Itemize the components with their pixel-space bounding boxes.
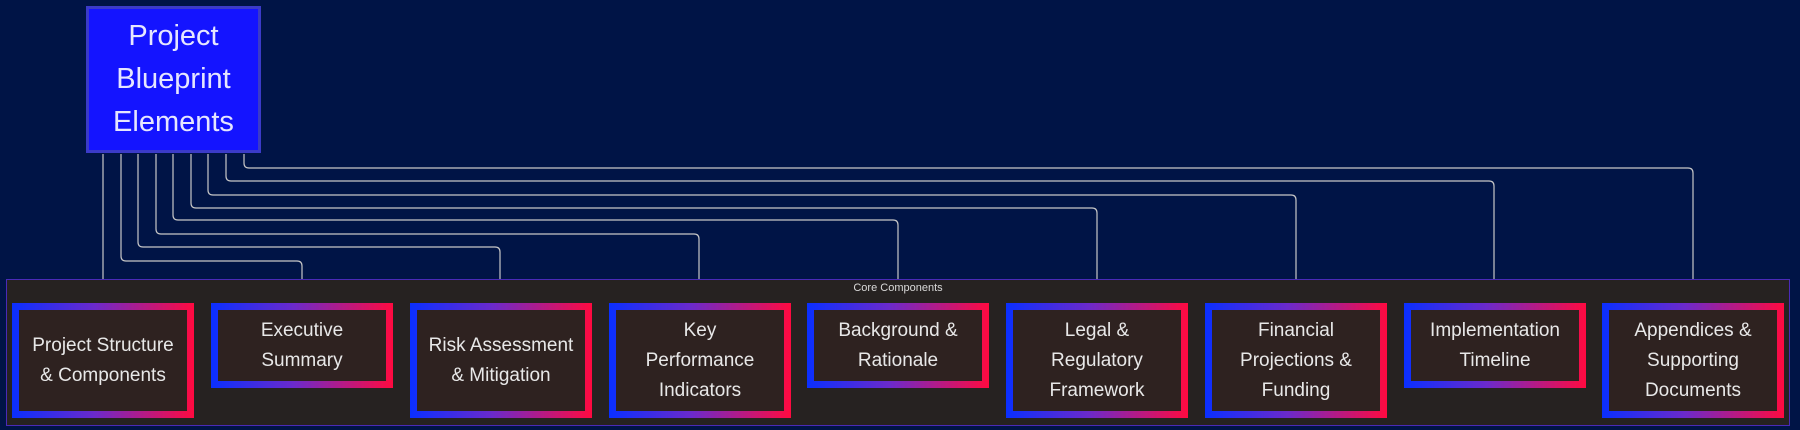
node-label: Project Structure & Components <box>32 334 174 386</box>
node-label: Risk Assessment & Mitigation <box>428 334 574 386</box>
node-label: Implementation Timeline <box>1430 319 1560 371</box>
node-risk-assessment[interactable]: Risk Assessment & Mitigation <box>410 303 592 418</box>
root-node-label: Project Blueprint Elements <box>113 20 234 138</box>
edge-7 <box>207 154 1297 296</box>
edge-4 <box>155 154 700 296</box>
node-label: Key Performance Indicators <box>645 319 755 401</box>
node-executive-summary[interactable]: Executive Summary <box>211 303 393 388</box>
node-background-rationale[interactable]: Background & Rationale <box>807 303 989 388</box>
node-label: Appendices & Supporting Documents <box>1634 319 1752 401</box>
edge-8 <box>225 154 1495 296</box>
node-label: Legal & Regulatory Framework <box>1049 319 1145 401</box>
node-appendices[interactable]: Appendices & Supporting Documents <box>1602 303 1784 418</box>
edge-5 <box>172 154 899 296</box>
node-label: Financial Projections & Funding <box>1240 319 1352 401</box>
edge-2 <box>120 154 303 296</box>
node-label: Background & Rationale <box>838 319 958 371</box>
edge-9 <box>243 154 1694 296</box>
node-implementation-timeline[interactable]: Implementation Timeline <box>1404 303 1586 388</box>
node-financial-projections[interactable]: Financial Projections & Funding <box>1205 303 1387 418</box>
group-label: Core Components <box>853 282 943 294</box>
edge-3 <box>137 154 501 296</box>
node-label: Executive Summary <box>260 319 344 371</box>
root-node[interactable]: Project Blueprint Elements <box>86 6 261 153</box>
node-key-performance-indicators[interactable]: Key Performance Indicators <box>609 303 791 418</box>
node-legal-regulatory[interactable]: Legal & Regulatory Framework <box>1006 303 1188 418</box>
edge-6 <box>190 154 1098 296</box>
node-project-structure[interactable]: Project Structure & Components <box>12 303 194 418</box>
